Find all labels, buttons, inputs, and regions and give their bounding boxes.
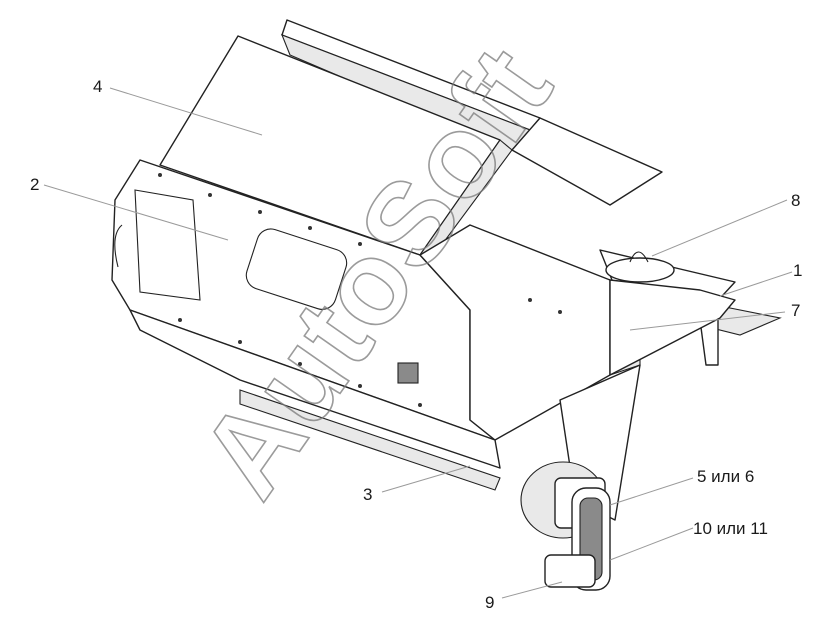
callout-labels: 4 2 3 8 1 7 5 или 6 10 или 11 9 xyxy=(30,77,802,612)
callout-1: 1 xyxy=(793,261,802,280)
leader-1 xyxy=(719,271,793,297)
leader-5 xyxy=(609,477,694,506)
top-rail xyxy=(281,19,541,151)
leader-4 xyxy=(109,87,263,136)
callout-5: 5 или 6 xyxy=(697,467,754,486)
leader-7 xyxy=(629,311,786,331)
bottom-frame-part-3 xyxy=(129,309,501,491)
fan-nozzle-part-8 xyxy=(605,251,675,283)
pulley-part-9 xyxy=(544,554,596,588)
callout-9: 9 xyxy=(485,593,494,612)
leader-lines xyxy=(43,87,793,599)
leader-2 xyxy=(43,184,229,241)
rivets xyxy=(158,173,562,407)
right-cover-part-7 xyxy=(609,279,736,376)
callout-8: 8 xyxy=(791,191,800,210)
leader-9 xyxy=(501,581,563,599)
callout-4: 4 xyxy=(93,77,102,96)
callout-10: 10 или 11 xyxy=(693,519,768,538)
belt-drive-part-10 xyxy=(571,487,611,591)
callout-3: 3 xyxy=(363,485,372,504)
callout-2: 2 xyxy=(30,175,39,194)
callout-7: 7 xyxy=(791,301,800,320)
leader-10 xyxy=(609,527,694,561)
leader-8 xyxy=(651,199,788,257)
leader-3 xyxy=(381,465,471,493)
